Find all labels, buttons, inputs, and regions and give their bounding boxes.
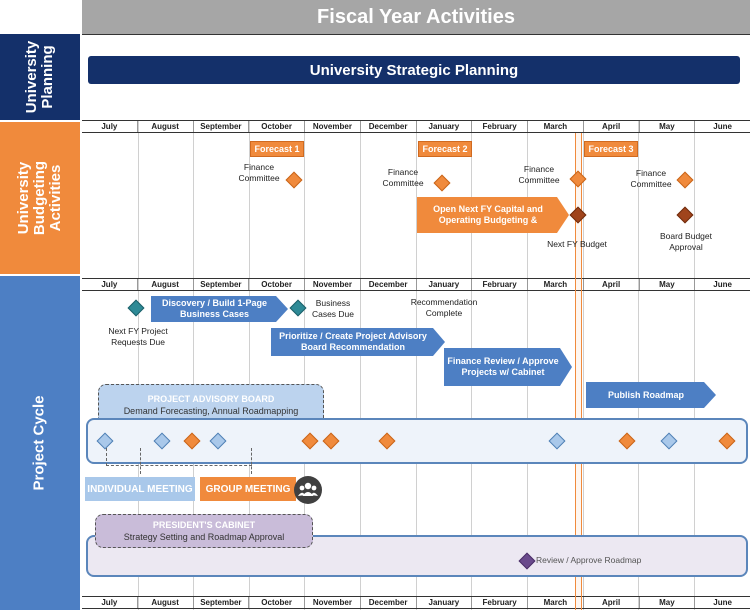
month-header-row: July August September October November D… (82, 278, 750, 291)
gridline (638, 120, 639, 610)
gridline (583, 120, 584, 610)
month-label: May (640, 597, 696, 608)
gridline (416, 120, 417, 610)
gridline (360, 120, 361, 610)
discovery-arrow: Discovery / Build 1-Page Business Cases (151, 296, 288, 322)
month-label: December (361, 121, 417, 132)
month-label: January (417, 279, 473, 290)
pab-title: PROJECT ADVISORY BOARD (147, 394, 275, 404)
finance-review-arrow: Finance Review / Approve Projects w/ Cab… (444, 348, 572, 386)
meeting-connector (140, 448, 141, 474)
row-label-university-planning: University Planning (0, 34, 80, 120)
board-budget-approval-label: Board Budget Approval (660, 231, 712, 252)
cabinet-title: PRESIDENT'S CABINET (152, 520, 256, 530)
month-label: March (528, 121, 584, 132)
month-label: August (138, 597, 194, 608)
month-label: July (82, 597, 138, 608)
month-label: November (305, 279, 361, 290)
open-budgeting-arrow: Open Next FY Capital and Operating Budge… (417, 197, 569, 233)
month-label: February (472, 121, 528, 132)
month-label: October (249, 121, 305, 132)
forecast-3-label: Forecast 3 (584, 141, 638, 157)
month-label: May (640, 279, 696, 290)
month-label: December (361, 279, 417, 290)
month-header-row: July August September October November D… (82, 120, 750, 133)
page-title: Fiscal Year Activities (82, 0, 750, 34)
month-label: January (417, 597, 473, 608)
finance-committee-label: Finance Committee (630, 168, 672, 189)
individual-meeting-label: INDIVIDUAL MEETING (85, 477, 195, 501)
month-label: May (640, 121, 696, 132)
cabinet-subtitle: Strategy Setting and Roadmap Approval (123, 532, 285, 542)
prioritize-arrow: Prioritize / Create Project Advisory Boa… (271, 328, 445, 356)
forecast-2-label: Forecast 2 (418, 141, 472, 157)
month-label: March (528, 279, 584, 290)
requests-due-diamond (127, 299, 145, 317)
group-meeting-label: GROUP MEETING (200, 477, 296, 501)
recommendation-complete-label: Recommendation Complete (410, 297, 478, 318)
band-divider (82, 34, 750, 35)
gridline (304, 120, 305, 610)
month-label: December (361, 597, 417, 608)
strategic-planning-bar: University Strategic Planning (88, 56, 740, 84)
month-label: September (194, 121, 250, 132)
month-header-row: July August September October November D… (82, 596, 750, 609)
fiscal-deadline-marker (575, 133, 582, 610)
month-label: June (713, 598, 732, 607)
row-label-budgeting-activities: University Budgeting Activities (0, 122, 80, 274)
publish-roadmap-arrow: Publish Roadmap (586, 382, 716, 408)
month-label: February (472, 597, 528, 608)
finance-committee-label: Finance Committee (518, 164, 560, 185)
month-label: March (528, 597, 584, 608)
presidents-cabinet-box: PRESIDENT'S CABINET Strategy Setting and… (95, 514, 313, 548)
month-label: October (249, 279, 305, 290)
pab-subtitle: Demand Forecasting, Annual Roadmapping (123, 406, 299, 416)
month-label: July (82, 121, 138, 132)
month-label: April (584, 279, 640, 290)
finance-committee-label: Finance Committee (382, 167, 424, 188)
gridline (694, 120, 695, 610)
review-approve-label: Review / Approve Roadmap (536, 555, 642, 565)
month-label: June (713, 280, 732, 289)
month-label: February (472, 279, 528, 290)
finance-committee-label: Finance Committee (238, 162, 280, 183)
finance-committee-diamond (433, 174, 451, 192)
month-label: August (138, 121, 194, 132)
month-label: October (249, 597, 305, 608)
corner-blank (0, 0, 80, 34)
business-cases-due-label: Business Cases Due (311, 298, 355, 319)
group-icon (294, 476, 322, 504)
gridline (193, 120, 194, 610)
month-label: August (138, 279, 194, 290)
month-label: January (417, 121, 473, 132)
month-label: September (194, 597, 250, 608)
gridline (249, 120, 250, 610)
next-fy-budget-label: Next FY Budget (547, 239, 607, 249)
meeting-connector (251, 448, 252, 474)
meeting-connector (106, 448, 252, 466)
month-label: November (305, 121, 361, 132)
board-budget-diamond (676, 206, 694, 224)
row-label-project-cycle: Project Cycle (0, 276, 80, 610)
month-label: November (305, 597, 361, 608)
month-label: April (584, 121, 640, 132)
month-label: July (82, 279, 138, 290)
month-label: April (584, 597, 640, 608)
row-label-footer (0, 594, 80, 610)
month-label: June (713, 122, 732, 131)
month-label: September (194, 279, 250, 290)
gridline (138, 120, 139, 610)
forecast-1-label: Forecast 1 (250, 141, 304, 157)
requests-due-label: Next FY Project Requests Due (108, 326, 168, 347)
